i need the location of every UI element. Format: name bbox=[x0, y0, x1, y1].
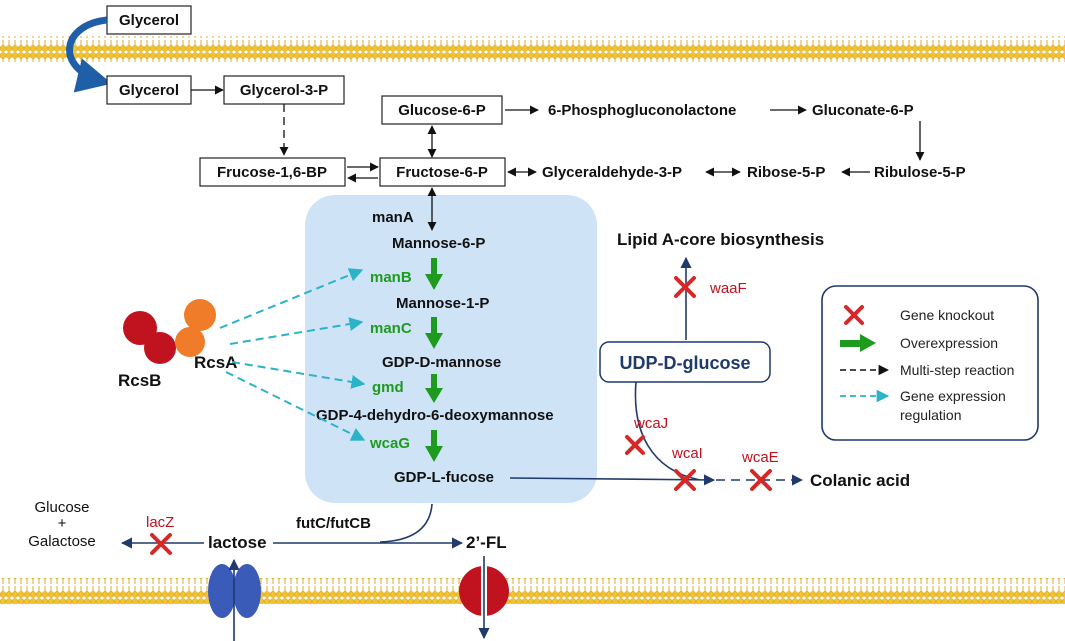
glucose6p-label: Glucose-6-P bbox=[398, 102, 486, 119]
glucose-label: Glucose bbox=[34, 499, 89, 516]
overexpression-arrow-gmd bbox=[425, 374, 443, 403]
top-membrane bbox=[0, 36, 1065, 62]
glycerol-out-box bbox=[106, 5, 192, 35]
gene-gmd: gmd bbox=[372, 379, 404, 396]
udp-d-glucose-box bbox=[599, 341, 771, 383]
gdp-l-fucose-label: GDP-L-fucose bbox=[394, 469, 494, 486]
gene-wcaG: wcaG bbox=[369, 435, 410, 452]
arrow-udp-to-colanic-branch bbox=[634, 381, 701, 481]
glycerol-in-box bbox=[106, 75, 192, 105]
gene-waaF: waaF bbox=[709, 280, 747, 297]
regulation-arrows bbox=[219, 268, 366, 441]
glyceraldehyde3p-label: Glyceraldehyde-3-P bbox=[542, 164, 682, 181]
rcsa-label: RcsA bbox=[194, 353, 237, 372]
overexpression-arrow-wcaG bbox=[425, 430, 443, 462]
plus-label: + bbox=[58, 515, 67, 532]
knockout-lacZ bbox=[150, 533, 172, 555]
legend-knockout-label: Gene knockout bbox=[900, 307, 994, 323]
fructose6p-label: Fructose-6-P bbox=[396, 164, 488, 181]
udp-d-glucose-label: UDP-D-glucose bbox=[619, 353, 750, 373]
rcsb-protein bbox=[123, 311, 176, 364]
glycerol-in-label: Glycerol bbox=[119, 82, 179, 99]
colanic-acid-label: Colanic acid bbox=[810, 471, 910, 490]
gene-manC: manC bbox=[370, 320, 412, 337]
overexpression-arrow-manC bbox=[425, 317, 443, 349]
frucose16bp-label: Frucose-1,6-BP bbox=[217, 164, 327, 181]
gdp-fucose-pathway-region bbox=[305, 195, 597, 503]
lactose-label: lactose bbox=[208, 533, 267, 552]
gene-wcaE: wcaE bbox=[741, 449, 779, 466]
glycerol-uptake-arrow bbox=[66, 16, 112, 93]
gdp-d-mannose-label: GDP-D-mannose bbox=[382, 354, 501, 371]
mannose1p-label: Mannose-1-P bbox=[396, 295, 489, 312]
gene-lacZ: lacZ bbox=[146, 514, 174, 531]
bottom-membrane bbox=[0, 578, 1065, 604]
arrow-fucose-to-colanic bbox=[509, 474, 716, 486]
knockout-wcaI bbox=[674, 469, 696, 491]
glycerol-out-label: Glycerol bbox=[119, 12, 179, 29]
rcsa-protein bbox=[175, 299, 216, 357]
legend-regulation-label-2: regulation bbox=[900, 407, 962, 423]
mannose6p-label: Mannose-6-P bbox=[392, 235, 485, 252]
galactose-label: Galactose bbox=[28, 533, 96, 550]
knockout-waaF bbox=[674, 276, 696, 298]
gdp-4-dehydro-label: GDP-4-dehydro-6-deoxymannose bbox=[316, 407, 554, 424]
phosphoglucono-label: 6-Phosphogluconolactone bbox=[548, 102, 736, 119]
legend-regulation-label-1: Gene expression bbox=[900, 388, 1006, 404]
lipid-a-label: Lipid A-core biosynthesis bbox=[617, 230, 824, 249]
gene-manB: manB bbox=[370, 269, 412, 286]
fructose6p-box bbox=[379, 157, 506, 187]
ribose5p-label: Ribose-5-P bbox=[747, 164, 825, 181]
glycerol3p-label: Glycerol-3-P bbox=[240, 82, 328, 99]
knockout-wcaE bbox=[750, 469, 772, 491]
overexpression-arrow-manB bbox=[425, 258, 443, 290]
frucose16bp-box bbox=[199, 157, 346, 187]
gene-futC: futC/futCB bbox=[296, 515, 371, 532]
gene-wcaI: wcaI bbox=[671, 445, 703, 462]
legend-overexpression-label: Overexpression bbox=[900, 335, 998, 351]
legend-multistep-label: Multi-step reaction bbox=[900, 362, 1014, 378]
knockout-wcaJ bbox=[625, 435, 645, 455]
gene-wcaJ: wcaJ bbox=[633, 415, 668, 432]
lactose-transporter bbox=[208, 564, 261, 618]
gene-manA: manA bbox=[372, 209, 414, 226]
glucose6p-box bbox=[381, 95, 503, 125]
two-fl-label: 2’-FL bbox=[466, 533, 507, 552]
legend-box bbox=[821, 285, 1039, 441]
legend-overexpression-icon bbox=[840, 334, 876, 352]
legend-knockout-icon bbox=[844, 305, 864, 325]
arrow-fucose-to-2fl-branch bbox=[379, 503, 433, 543]
gluconate6p-label: Gluconate-6-P bbox=[812, 102, 914, 119]
ribulose5p-label: Ribulose-5-P bbox=[874, 164, 966, 181]
rcsb-label: RcsB bbox=[118, 371, 161, 390]
